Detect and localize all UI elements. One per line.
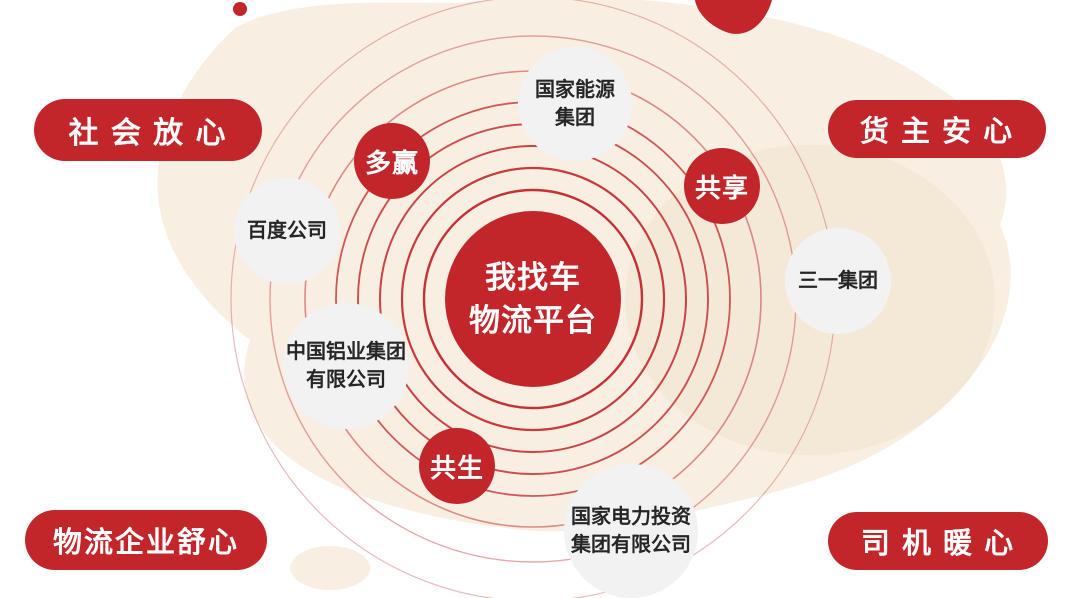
partner-label: 中国铝业集团 有限公司 (286, 341, 406, 391)
partner-node-sany: 三一集团 (785, 228, 891, 334)
partner-node-spic: 国家电力投资 集团有限公司 (564, 464, 698, 598)
center-platform-node: 我找车 物流平台 (445, 211, 621, 387)
corner-pill-label: 货 主 安 心 (859, 116, 1015, 148)
partner-node-chalco: 中国铝业集团 有限公司 (283, 303, 409, 429)
ring-badge-label: 共生 (429, 452, 484, 483)
ring-circle (422, 188, 644, 410)
partner-label: 百度公司 (247, 220, 327, 242)
ring-badge-win-win: 多赢 (354, 123, 430, 199)
partner-node-baidu: 百度公司 (234, 178, 340, 284)
center-platform-label: 我找车 物流平台 (469, 259, 597, 338)
corner-pill-society: 社 会 放 心 (34, 99, 262, 161)
partner-node-national-energy: 国家能源 集团 (518, 47, 632, 161)
ring-circle (400, 166, 666, 432)
partner-label: 国家电力投资 集团有限公司 (571, 506, 691, 556)
map-red-accent (695, 0, 772, 34)
ring-badge-symbiosis: 共生 (419, 428, 495, 504)
corner-pill-label: 物流企业舒心 (52, 527, 239, 559)
corner-pill-cargo-owner: 货 主 安 心 (828, 100, 1046, 158)
map-island (290, 546, 370, 590)
corner-pill-driver: 司 机 暖 心 (828, 512, 1048, 570)
corner-pill-label: 社 会 放 心 (68, 117, 228, 150)
partner-label: 三一集团 (798, 270, 878, 292)
corner-pill-logistics-enterprise: 物流企业舒心 (25, 510, 267, 570)
corner-pill-label: 司 机 暖 心 (860, 528, 1016, 560)
ring-circle (379, 145, 687, 453)
ring-badge-sharing: 共享 (684, 148, 760, 224)
ring-badge-label: 多赢 (364, 147, 419, 178)
map-red-dot (233, 2, 247, 16)
partner-label: 国家能源 集团 (535, 79, 615, 129)
ring-badge-label: 共享 (694, 172, 749, 203)
